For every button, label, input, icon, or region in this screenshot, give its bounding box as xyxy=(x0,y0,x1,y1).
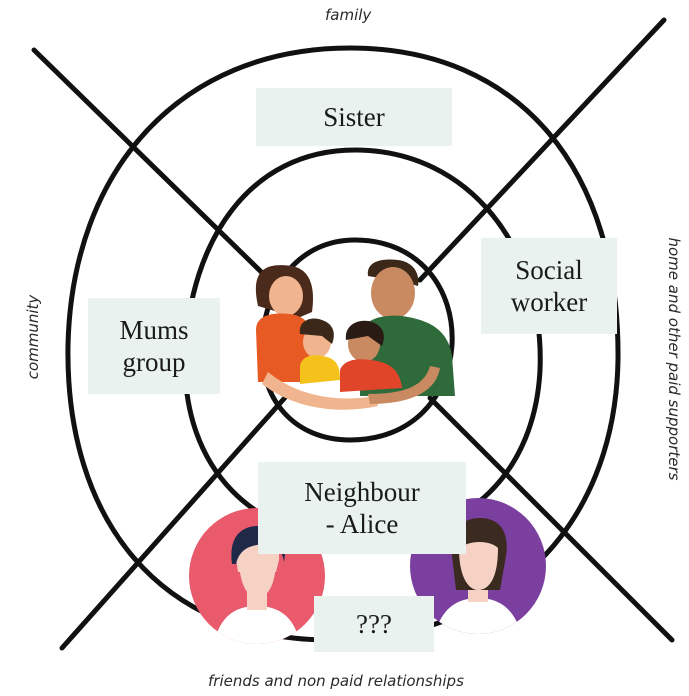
mums-group-label: Mums group xyxy=(119,314,189,377)
social-worker-box: Social worker xyxy=(481,238,617,334)
sister-box: Sister xyxy=(256,88,452,146)
person-avatar-right-icon xyxy=(410,498,546,634)
divider-top-right xyxy=(417,17,667,283)
divider-bottom-left xyxy=(59,389,293,651)
family-illustration-icon xyxy=(255,259,455,410)
family-quadrant-label: family xyxy=(325,6,372,24)
divider-top-left xyxy=(31,47,293,303)
mums-group-box: Mums group xyxy=(88,298,220,394)
sister-label: Sister xyxy=(323,101,385,132)
divider-bottom-right xyxy=(427,395,675,643)
community-quadrant-label: community xyxy=(24,294,42,380)
unknown-box: ??? xyxy=(314,596,434,652)
friends-quadrant-label: friends and non paid relationships xyxy=(208,672,464,690)
unknown-label: ??? xyxy=(356,608,392,639)
paid-supporters-quadrant-label: home and other paid supporters xyxy=(665,237,683,481)
neighbour-label: Neighbour - Alice xyxy=(304,476,420,539)
social-worker-label: Social worker xyxy=(510,254,588,317)
neighbour-box: Neighbour - Alice xyxy=(258,462,466,554)
